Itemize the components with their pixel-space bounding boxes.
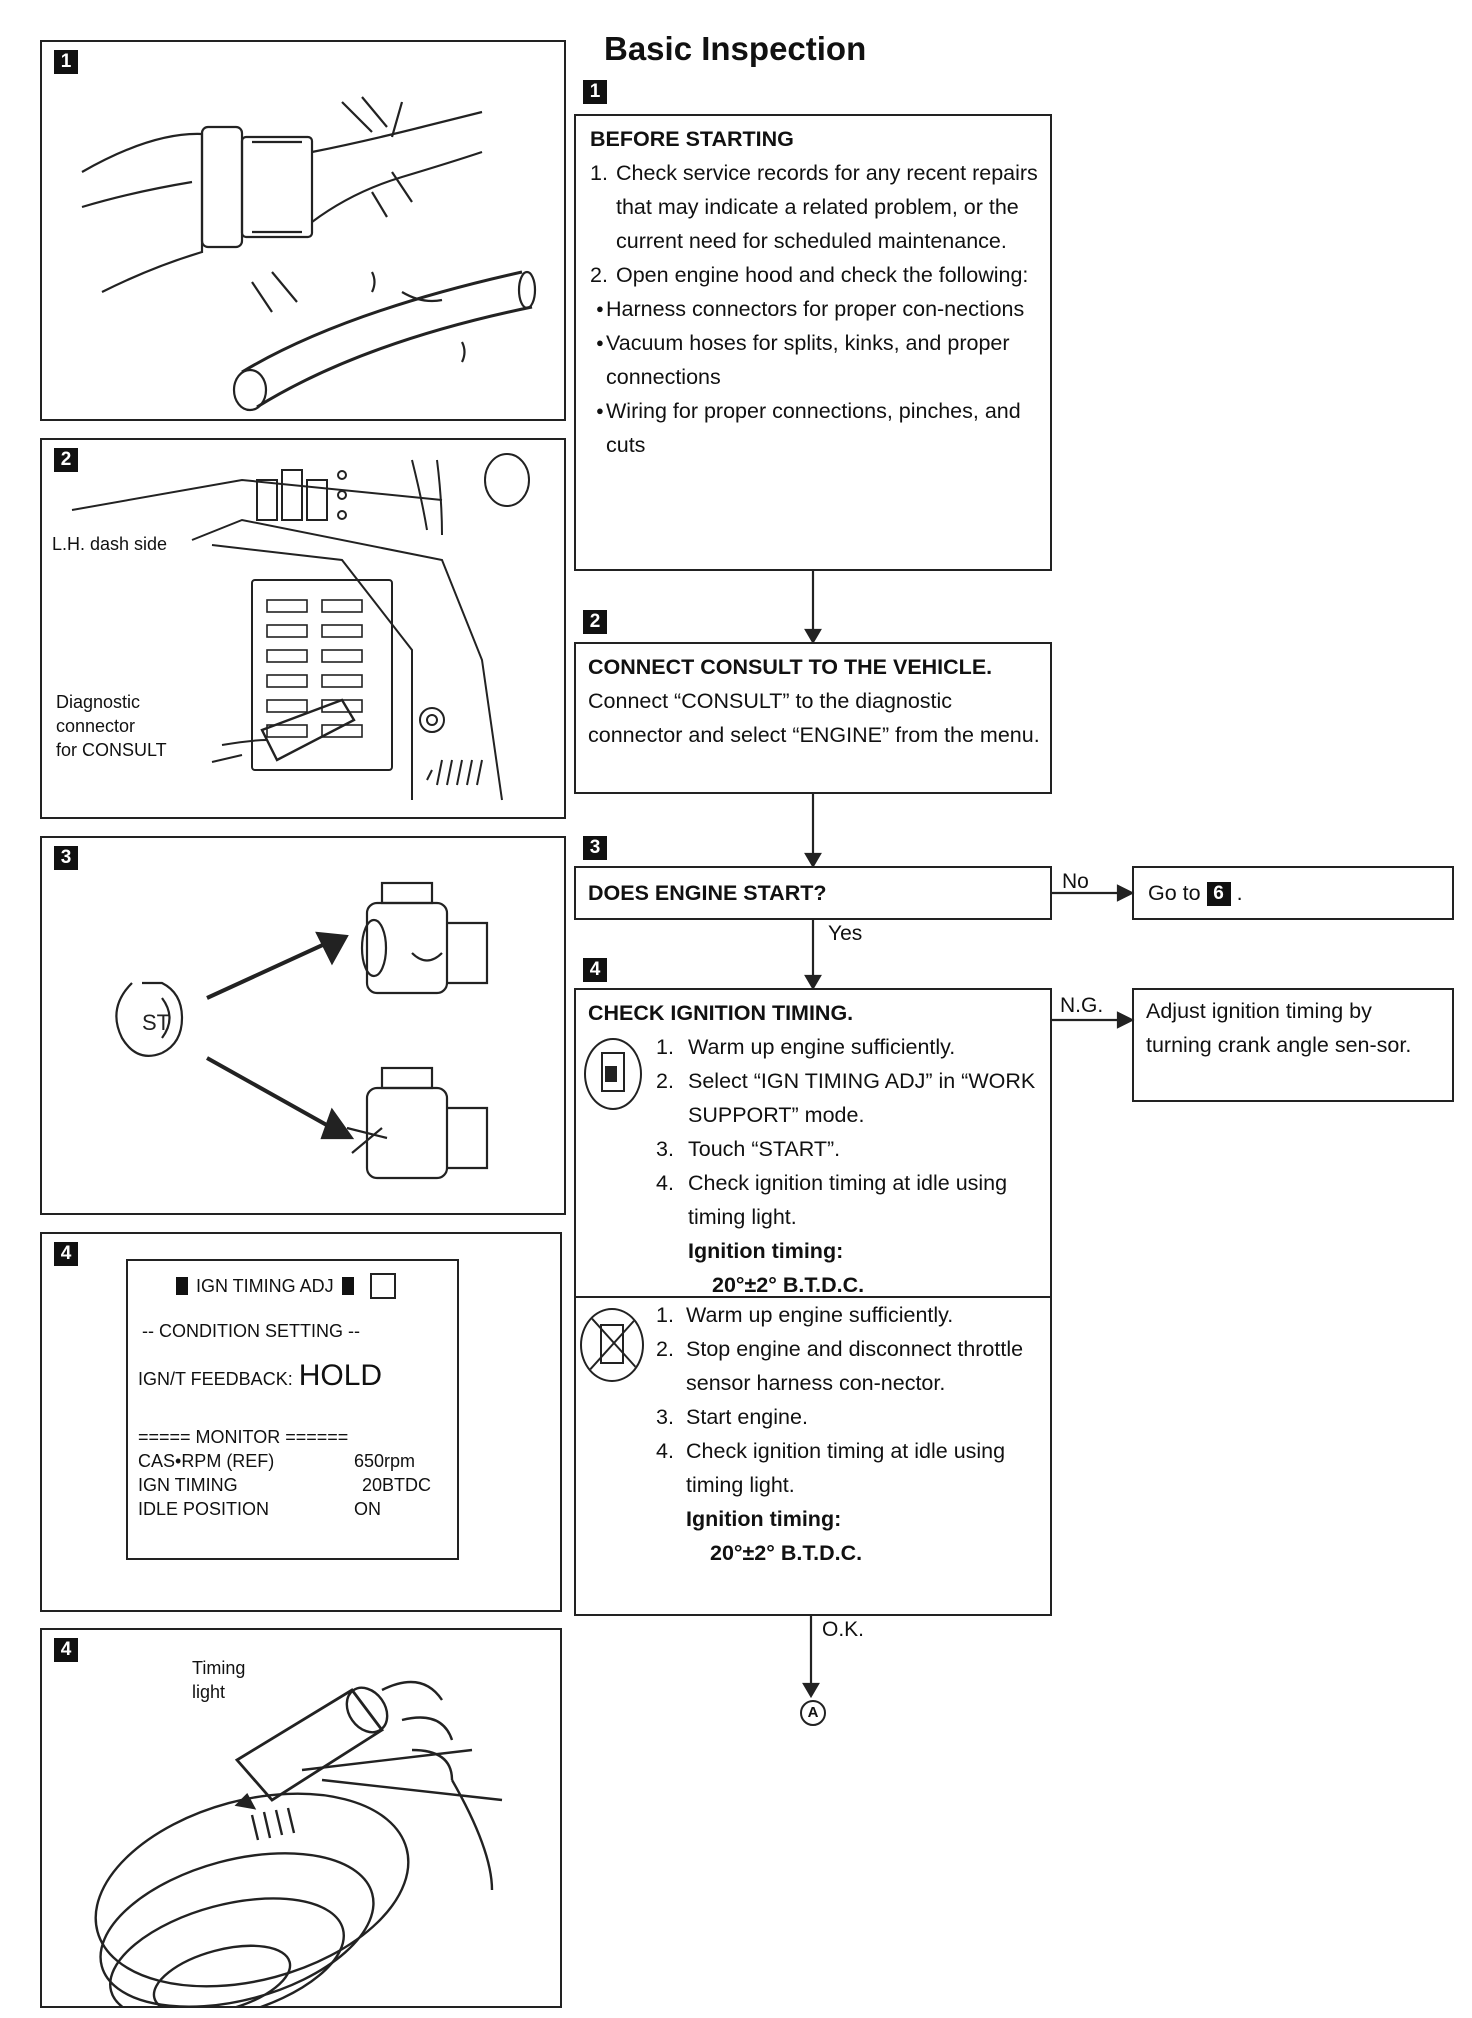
divider [576,1296,1050,1298]
continue-marker-a: A [800,1700,826,1726]
ignition-spec-label: Ignition timing: [686,1507,842,1531]
feedback-label: IGN/T FEEDBACK: [138,1369,293,1389]
consult-icon [584,1038,642,1110]
consult-step: 3.Touch “START”. [656,1137,841,1161]
illustration-panel-4-timing-light: 4 Timing light [40,1628,562,2008]
bullet-item: Wiring for proper connections, pinches, … [586,394,1040,462]
step-badge: 2 [54,448,78,472]
timing-light-label-line2: light [192,1682,226,1702]
before-starting-heading: BEFORE STARTING [590,127,794,151]
scroll-right-icon [341,1277,354,1295]
yes-label: Yes [828,922,863,945]
consult-step: 2.Select “IGN TIMING ADJ” in “WORK SUPPO… [656,1069,1036,1127]
check-timing-heading: CHECK IGNITION TIMING. [588,1001,854,1025]
monitor-row-label: CAS•RPM (REF) [138,1451,275,1471]
goto-box: Go to 6 . [1132,866,1454,920]
timing-light-illustration [94,1680,503,2006]
start-key-label: ST [142,1010,170,1035]
flow-step-badge: 1 [583,80,607,104]
consult-step: 1.Warm up engine sufficiently. [656,1035,956,1059]
no-consult-step: 2.Stop engine and disconnect throttle se… [656,1337,1024,1395]
flow-step-badge: 4 [583,958,607,982]
checkbox-icon [369,1273,396,1299]
adjust-timing-box: Adjust ignition timing by turning crank … [1132,988,1454,1102]
no-consult-icon [580,1308,644,1382]
connector-label-line1: Diagnostic [56,692,141,712]
monitor-row-value: 650rpm [354,1451,416,1471]
ignition-spec-value: 20°±2° B.T.D.C. [712,1273,865,1297]
no-consult-step: 4.Check ignition timing at idle using ti… [656,1439,1006,1497]
flow-step-badge: 2 [583,610,607,634]
scroll-left-icon [176,1277,188,1295]
engine-start-question-box: DOES ENGINE START? [574,866,1052,920]
monitor-row-value: 20BTDC [362,1475,432,1495]
adjust-timing-text: Adjust ignition timing by turning crank … [1146,999,1412,1057]
connect-consult-heading: CONNECT CONSULT TO THE VEHICLE. [588,655,993,679]
ok-label: O.K. [822,1618,865,1641]
no-consult-step: 1.Warm up engine sufficiently. [656,1303,954,1327]
illustration-panel-1: 1 [40,40,566,421]
illustration-panel-3: 3 ST [40,836,566,1215]
engine-start-illustration: ST [115,881,489,1180]
monitor-row-value: ON [354,1499,381,1519]
step-badge: 4 [54,1638,78,1662]
step-badge: 1 [54,50,78,74]
monitor-row-label: IGN TIMING [138,1475,238,1495]
before-starting-box: BEFORE STARTING 1.Check service records … [574,114,1052,571]
connect-consult-text: Connect “CONSULT” to the diagnostic conn… [588,689,1040,747]
connector-label-line2: connector [56,716,136,736]
bullet-item: Harness connectors for proper con-nectio… [586,292,1040,326]
screen-header: IGN TIMING ADJ [196,1275,334,1296]
step-badge: 4 [54,1242,78,1266]
consult-screen: IGN TIMING ADJ -- CONDITION SETTING -- I… [126,1259,459,1560]
check-ignition-timing-box: CHECK IGNITION TIMING. 1.Warm up engine … [574,988,1052,1616]
dash-side-label: L.H. dash side [52,534,168,554]
goto-step-badge: 6 [1206,882,1231,907]
no-label: No [1062,870,1089,893]
illustration-panel-2: 2 L.H. dash side [40,438,566,819]
ignition-spec-value: 20°±2° B.T.D.C. [710,1541,863,1565]
connector-hose-illustration [81,96,537,412]
connector-label-line3: for CONSULT [56,740,167,760]
goto-suffix: . [1236,881,1243,905]
monitor-row-label: IDLE POSITION [138,1499,270,1519]
dash-fuse-box-illustration [71,453,530,801]
monitor-heading: ===== MONITOR ====== [138,1427,349,1447]
connect-consult-box: CONNECT CONSULT TO THE VEHICLE. Connect … [574,642,1052,794]
page-title: Basic Inspection [604,30,867,67]
flow-step-badge: 3 [583,836,607,860]
condition-setting: -- CONDITION SETTING -- [142,1321,360,1341]
check-item: 2.Open engine hood and check the followi… [590,263,1029,287]
step-badge: 3 [54,846,78,870]
ignition-spec-label: Ignition timing: [688,1239,844,1263]
ng-label: N.G. [1060,994,1104,1017]
consult-step: 4.Check ignition timing at idle using ti… [656,1171,1008,1229]
feedback-value: HOLD [298,1359,383,1392]
no-consult-step: 3.Start engine. [656,1405,808,1429]
check-item: 1.Check service records for any recent r… [590,161,1038,253]
goto-text: Go to [1148,881,1201,905]
engine-start-heading: DOES ENGINE START? [588,881,827,905]
bullet-item: Vacuum hoses for splits, kinks, and prop… [586,326,1040,394]
illustration-panel-4-consult-screen: 4 IGN TIMING ADJ -- CONDITION SETTING --… [40,1232,562,1612]
timing-light-label-line1: Timing [192,1658,246,1678]
